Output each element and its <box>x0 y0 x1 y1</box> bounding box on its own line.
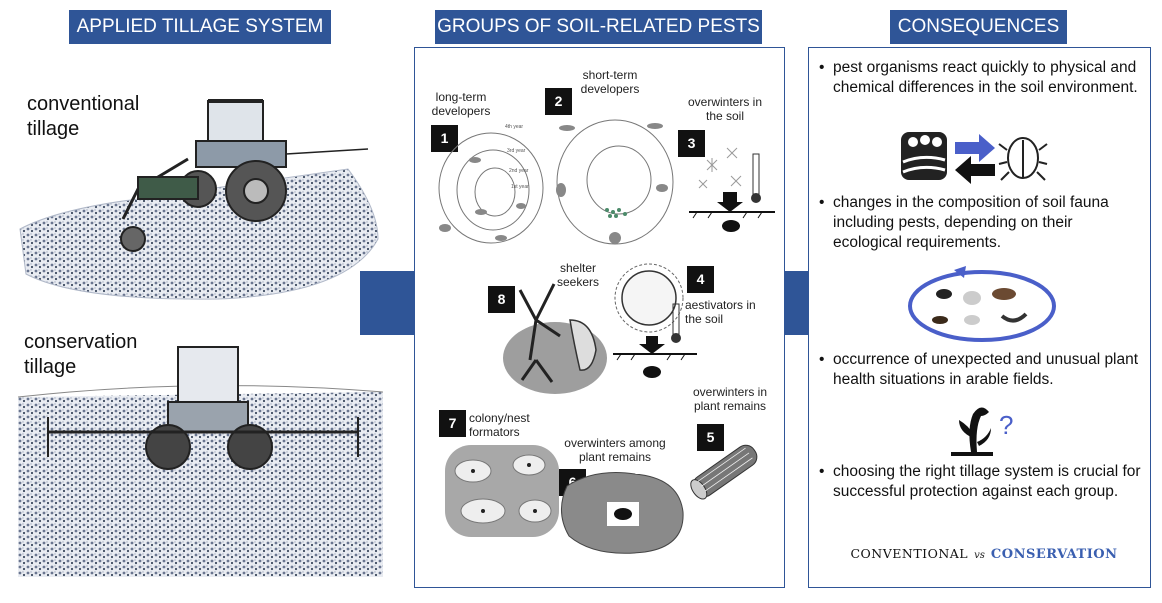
conventional-tillage-scene <box>19 99 379 300</box>
cycle-year-2: 2nd year <box>509 168 529 174</box>
group-6-label: overwinters among plant remains <box>564 436 666 464</box>
thermometer-icon <box>751 153 761 203</box>
consequence-2: • changes in the composition of soil fau… <box>819 194 1109 251</box>
tillage-comparison-caption: CONVENTIONAL vs CONSERVATION <box>839 545 1129 563</box>
long-term-lifecycle-diagram: 4th year 3rd year 2nd year 1st year <box>438 124 544 244</box>
group-3-label: overwinters in the soil <box>687 95 763 123</box>
group-5-badge: 5 <box>697 424 724 451</box>
cycle-year-4: 4th year <box>505 124 523 130</box>
consequence-4: • choosing the right tillage system is c… <box>819 463 1141 500</box>
colony-nest-diagram <box>445 445 559 537</box>
group-4-label: aestivators in the soil <box>685 298 756 326</box>
sun-icon <box>614 263 684 333</box>
group-2-label: short-term developers <box>580 68 640 96</box>
footer-conventional: CONVENTIONAL <box>850 546 969 561</box>
footer-vs: vs <box>974 550 985 561</box>
beetle-icon <box>614 508 632 520</box>
short-term-lifecycle-diagram <box>556 119 674 245</box>
conventional-tillage-label: conventional tillage <box>27 93 140 140</box>
shelter-seeker-diagram <box>503 283 607 394</box>
group-2-badge: 2 <box>545 88 572 115</box>
header-consequences: CONSEQUENCES <box>890 10 1067 44</box>
field-pest-interaction-icon <box>901 132 1048 184</box>
footer-conservation: CONSERVATION <box>990 547 1118 562</box>
conservation-tillage-label: conservation tillage <box>24 331 138 378</box>
aestivation-diagram <box>613 263 697 378</box>
beetle-icon <box>643 366 661 378</box>
header-pest-groups: GROUPS OF SOIL-RELATED PESTS <box>435 10 762 44</box>
group-8-badge: 8 <box>488 286 515 313</box>
plant-health-question-icon: ? <box>951 407 1013 456</box>
beetle-icon <box>936 289 952 299</box>
plant-icon <box>951 407 993 456</box>
group-1-label: long-term developers <box>431 90 491 118</box>
group-8-label: shelter seekers <box>556 261 600 289</box>
consequence-1: • pest organisms react quickly to physic… <box>819 59 1138 96</box>
thermometer-icon <box>671 303 681 343</box>
group-3-badge: 3 <box>678 130 705 157</box>
cycle-year-3: 3rd year <box>507 148 526 154</box>
conservation-tillage-scene <box>18 346 383 577</box>
soil-fauna-cycle-icon <box>908 266 1056 342</box>
group-5-label: overwinters in plant remains <box>692 385 768 413</box>
group-4-badge: 4 <box>687 266 714 293</box>
consequences-panel: • pest organisms react quickly to physic… <box>808 47 1151 588</box>
header-applied-tillage: APPLIED TILLAGE SYSTEM <box>69 10 331 44</box>
field-trees-icon <box>901 132 947 180</box>
plant-icon <box>518 283 561 383</box>
tractor-icon <box>47 346 359 470</box>
snowflake-icon <box>698 147 742 189</box>
cycle-year-1: 1st year <box>511 184 529 190</box>
beetle-icon <box>439 224 451 232</box>
beetle-icon <box>998 137 1048 181</box>
plant-remains-stem <box>690 444 758 500</box>
plant-litter-diagram <box>561 472 684 554</box>
tractor-icon <box>120 99 369 252</box>
group-7-label: colony/nest formators <box>469 411 530 439</box>
group-1-badge: 1 <box>431 125 458 152</box>
tillage-panel: conventional tillage conservation tillag… <box>10 47 391 588</box>
winter-soil-diagram <box>689 147 775 232</box>
consequence-3: • occurrence of unexpected and unusual p… <box>819 351 1139 388</box>
pest-groups-panel: long-term developers 1 4th year 3rd year… <box>414 47 785 588</box>
group-7-badge: 7 <box>439 410 466 437</box>
question-mark: ? <box>999 410 1013 440</box>
beetle-icon <box>722 220 740 232</box>
